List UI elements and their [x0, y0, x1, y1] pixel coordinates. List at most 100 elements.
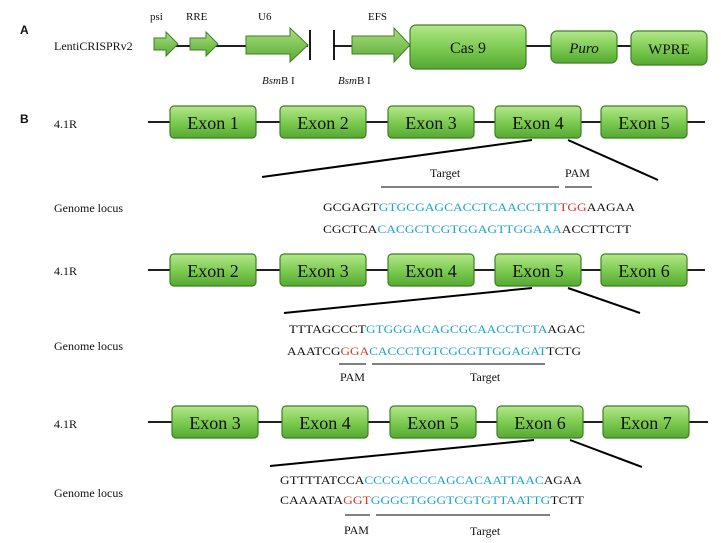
row2-zoom-line-right: [567, 287, 641, 314]
row1-bottom-pre: CGCTCA: [323, 222, 378, 236]
row1-locus-label: Genome locus: [54, 201, 123, 215]
row2-exon-4: [387, 253, 475, 287]
psi-label: psi: [150, 11, 163, 23]
efs-label: EFS: [368, 11, 387, 23]
bsmbi-2-rest: B I: [357, 75, 371, 87]
row2-locus-label: Genome locus: [54, 339, 123, 353]
row1-bottom-post: ACCTTCTT: [562, 222, 632, 236]
row3-bottom-pre: CAAAATA: [280, 493, 344, 507]
bsmbi-site-2-label: BsmB I: [338, 75, 371, 87]
u6-promoter-arrow: [245, 26, 309, 64]
row1-bottom-target: CACGCTCGTGGAGTTGGAAA: [377, 222, 562, 236]
row3-top-post: AGAA: [544, 473, 583, 487]
row3-exon-7-label: Exon 7: [620, 413, 672, 433]
row3-exon-5: [389, 405, 477, 439]
row2-bottom-pre: AAATCG: [287, 344, 341, 358]
bsmbi-site-1-label: BsmB I: [262, 75, 295, 87]
row1-top-post: AAGAA: [587, 200, 636, 214]
row2-exon-6: [600, 253, 688, 287]
row1-top-target: GTGCGAGCACCTCAACCTTT: [379, 200, 560, 214]
row2-exon-5: [494, 253, 582, 287]
cas9-label: Cas 9: [450, 40, 486, 57]
u6-label: U6: [258, 11, 272, 23]
row3-target-label: Target: [470, 524, 501, 538]
row1-exon-2: [279, 105, 367, 139]
row2-exon-3-label: Exon 3: [297, 261, 349, 281]
row3-exon-7: [602, 405, 690, 439]
row1-zoom-line-right: [567, 139, 659, 181]
row2-bottom-post: TCTG: [547, 344, 582, 358]
row3-bottom-pam: GGT: [343, 493, 371, 507]
row1-exon-2-label: Exon 2: [297, 113, 349, 133]
row2-exon-2: [169, 253, 257, 287]
row3-exon-6: [496, 405, 584, 439]
row1-gene-map: 4.1R Exon 1 Exon 2 Exon 3 Exon 4 Exon 5: [54, 105, 705, 181]
row1-exon-4: [494, 105, 582, 139]
wpre-label: WPRE: [648, 42, 690, 58]
row1-exon-3: [387, 105, 475, 139]
efs-promoter-arrow: [351, 26, 411, 64]
row2-bottom-target: CACCCTGTCGCGTTGGAGAT: [369, 344, 547, 358]
bsmbi-1-italic: Bsm: [262, 75, 281, 87]
panel-a-label: A: [20, 23, 29, 37]
row1-exon-5: [600, 105, 688, 139]
row1-exon-1-label: Exon 1: [187, 113, 239, 133]
row3-exon-3: [171, 405, 259, 439]
row2-exon-3: [279, 253, 367, 287]
row3-pam-label: PAM: [344, 523, 369, 537]
row3-exon-4: [281, 405, 369, 439]
row2-gene-label: 4.1R: [54, 264, 77, 278]
row2-top-post: AGAC: [547, 322, 585, 336]
row2-exon-5-label: Exon 5: [512, 261, 564, 281]
panel-a: A LentiCRISPRv2 psi RRE U6 BsmB I BsmB I…: [20, 11, 708, 87]
bsmbi-2-italic: Bsm: [338, 75, 357, 87]
row1-pam-label: PAM: [565, 166, 590, 180]
row3-locus-label: Genome locus: [54, 486, 123, 500]
row3-top-pre: GTTTTATCCA: [280, 473, 365, 487]
wpre-box: [630, 30, 708, 66]
vector-name: LentiCRISPRv2: [54, 39, 133, 53]
psi-arrow: [153, 30, 179, 58]
row1-exon-1: [169, 105, 257, 139]
row2-exon-4-label: Exon 4: [405, 261, 457, 281]
row3-bottom-post: TCTT: [550, 493, 584, 507]
row1-exon-5-label: Exon 5: [618, 113, 670, 133]
bsmbi-1-rest: B I: [281, 75, 295, 87]
row3-gene-map: 4.1R Exon 3 Exon 4 Exon 5 Exon 6 Exon 7: [54, 405, 708, 468]
row1-top-pre: GCGAGT: [323, 200, 379, 214]
row2-target-label: Target: [470, 370, 501, 384]
row1-target-label: Target: [430, 166, 461, 180]
row3-gene-label: 4.1R: [54, 417, 77, 431]
row2-exon-6-label: Exon 6: [618, 261, 670, 281]
cas9-box: [409, 24, 527, 70]
rre-arrow: [189, 30, 219, 58]
row2-pam-label: PAM: [340, 370, 365, 384]
row1-exon-3-label: Exon 3: [405, 113, 457, 133]
row2-exon-2-label: Exon 2: [187, 261, 239, 281]
row3-exon-5-label: Exon 5: [407, 413, 459, 433]
row2-gene-map: 4.1R Exon 2 Exon 3 Exon 4 Exon 5 Exon 6: [54, 253, 705, 314]
row3-exon-4-label: Exon 4: [299, 413, 351, 433]
puro-label: Puro: [568, 41, 599, 57]
row2-top-target: GTGGGACAGCGCAACCTCTA: [366, 322, 548, 336]
row3-zoom-line-right: [569, 439, 643, 468]
row1-exon-4-label: Exon 4: [512, 113, 564, 133]
row2-zoom-line-left: [283, 287, 533, 314]
row1-gene-label: 4.1R: [54, 117, 77, 131]
row3-exon-3-label: Exon 3: [189, 413, 241, 433]
row3-zoom-line-left: [269, 439, 535, 467]
rre-label: RRE: [186, 11, 208, 23]
row3-bottom-target: GGGCTGGGTCGTGTTAATTG: [371, 493, 551, 507]
row2-top-pre: TTTAGCCCT: [289, 322, 367, 336]
